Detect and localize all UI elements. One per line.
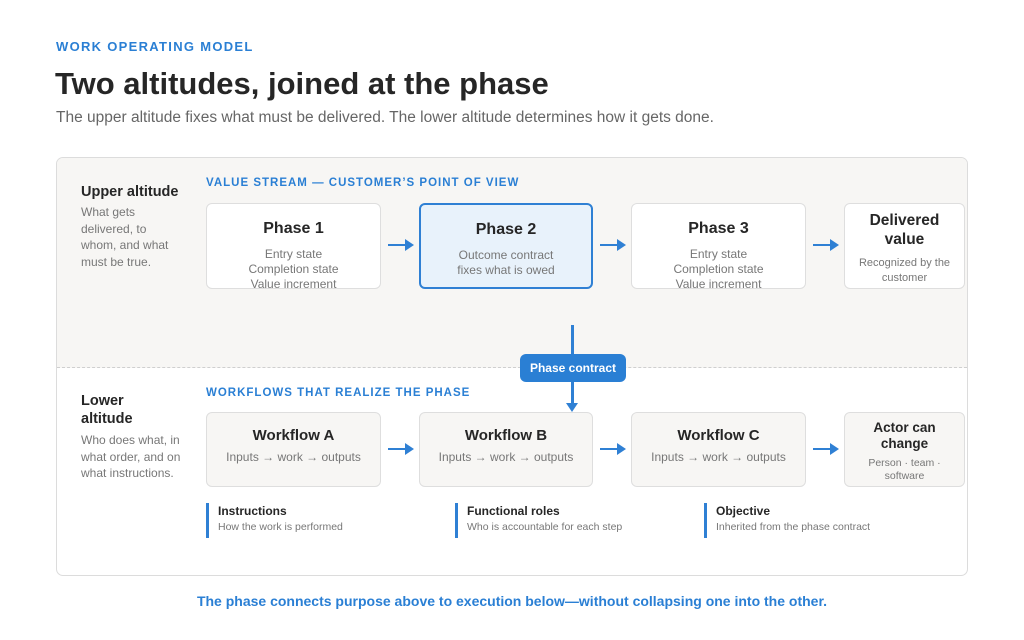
phase-contract-badge: Phase contract: [520, 354, 626, 382]
altitude-divider: [57, 367, 967, 368]
flow-arrow-icon: [813, 239, 839, 251]
phase-1-box: Phase 1 Entry state Completion state Val…: [206, 203, 381, 291]
upper-altitude-title: Upper altitude: [81, 184, 179, 200]
box-title: change: [880, 436, 929, 451]
phase-contract-connector: [571, 381, 574, 404]
box-title: value: [884, 231, 925, 248]
box-title: Phase 1: [263, 220, 324, 237]
box-title: Delivered: [869, 212, 940, 229]
note-instructions: Instructions How the work is performed: [206, 503, 343, 538]
upper-description-line: What gets: [81, 205, 136, 219]
workflow-b-box: Workflow B Inputs → work → outputs: [419, 412, 593, 487]
flow-arrow-icon: [388, 239, 414, 251]
delivered-value-box: Delivered value Recognized by the custom…: [844, 203, 965, 289]
flow-arrow-icon: [600, 239, 626, 251]
box-line: Completion state: [248, 262, 339, 276]
phase-3-box: Phase 3 Entry state Completion state Val…: [631, 203, 806, 291]
note-functional-roles: Functional roles Who is accountable for …: [455, 503, 622, 538]
note-objective: Objective Inherited from the phase contr…: [704, 503, 870, 538]
footer-caption: The phase connects purpose above to exec…: [196, 593, 828, 609]
upper-description-line: must be true.: [81, 254, 152, 269]
box-line: fixes what is owed: [457, 263, 555, 277]
actor-can-change-box: Actor can change Person · team · softwar…: [844, 412, 965, 487]
lower-description-line: what order, and on: [81, 449, 181, 464]
box-title: Workflow A: [252, 427, 335, 444]
note-description: How the work is performed: [218, 521, 343, 533]
note-title: Objective: [716, 504, 771, 518]
box-line: Entry state: [689, 247, 748, 261]
box-line: Recognized by the: [858, 257, 951, 269]
box-line: software: [884, 469, 925, 482]
eyebrow-label: WORK OPERATING MODEL: [56, 39, 254, 54]
flow-arrow-icon: [388, 443, 414, 455]
flow-arrow-icon: [813, 443, 839, 455]
box-title: Phase 3: [688, 220, 749, 237]
value-stream-label: VALUE STREAM — CUSTOMER’S POINT OF VIEW: [206, 177, 520, 189]
connector-arrowhead-icon: [566, 403, 578, 412]
flow-arrow-icon: [600, 443, 626, 455]
page-subtitle: The upper altitude fixes what must be de…: [56, 109, 714, 126]
box-line: Value increment: [250, 277, 337, 291]
workflows-label: WORKFLOWS THAT REALIZE THE PHASE: [206, 387, 471, 399]
note-description: Inherited from the phase contract: [716, 521, 871, 533]
box-line: Value increment: [675, 277, 762, 291]
lower-title-line: Lower: [81, 393, 124, 409]
upper-description-line: delivered, to: [81, 221, 147, 236]
phase-contract-connector: [571, 325, 574, 355]
box-line: Outcome contract: [458, 248, 554, 262]
box-line: Person · team ·: [868, 457, 941, 469]
box-line: Completion state: [673, 262, 764, 276]
box-line: Inputs → work → outputs: [438, 450, 574, 464]
box-title: Actor can: [873, 420, 936, 435]
box-title: Workflow B: [464, 427, 548, 444]
workflow-c-box: Workflow C Inputs → work → outputs: [631, 412, 806, 487]
note-description: Who is accountable for each step: [467, 521, 623, 533]
lower-description-line: Who does what, in: [81, 433, 180, 447]
lower-altitude-title: Lower altitude: [81, 392, 133, 428]
box-line: Inputs → work → outputs: [651, 450, 786, 464]
workflow-a-box: Workflow A Inputs → work → outputs: [206, 412, 381, 487]
note-title: Instructions: [218, 504, 287, 518]
lower-title-line: altitude: [81, 411, 133, 427]
box-line: customer: [881, 271, 928, 284]
box-line: Entry state: [264, 247, 323, 261]
box-title: Phase 2: [475, 221, 537, 238]
upper-description-line: whom, and what: [81, 238, 169, 252]
note-title: Functional roles: [467, 504, 560, 518]
lower-description-line: what instructions.: [81, 466, 174, 480]
box-line: Inputs → work → outputs: [226, 450, 361, 464]
upper-altitude-description: What gets delivered, to whom, and what m…: [81, 204, 168, 270]
page-title: Two altitudes, joined at the phase: [55, 66, 549, 101]
lower-altitude-description: Who does what, in what order, and on wha…: [81, 432, 180, 482]
box-title: Workflow C: [677, 427, 760, 444]
phase-2-box: Phase 2 Outcome contract fixes what is o…: [419, 203, 593, 289]
